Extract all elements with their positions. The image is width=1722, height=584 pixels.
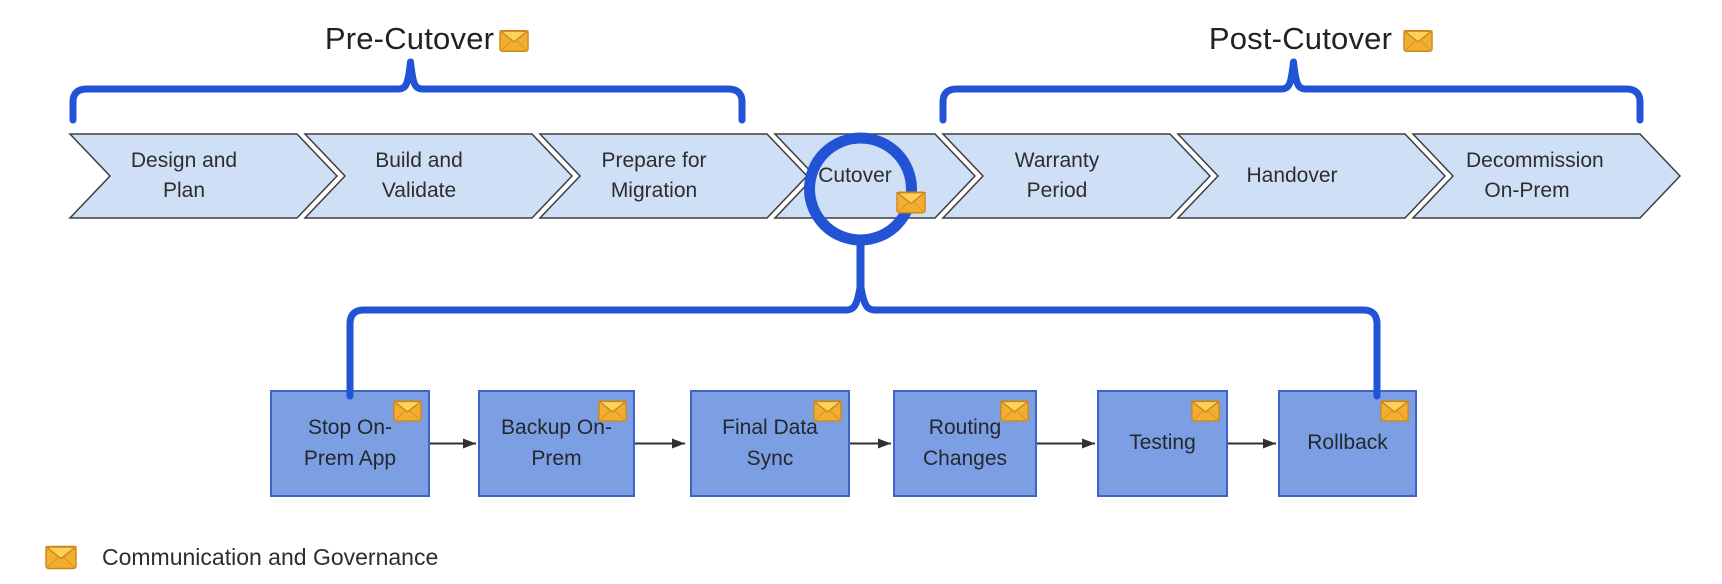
envelope-icon — [1000, 400, 1029, 422]
legend: Communication and Governance — [45, 544, 438, 571]
step-label: Backup On-Prem — [501, 416, 612, 470]
cutover-detail-brace — [346, 281, 1381, 400]
phase-chevron-band — [68, 133, 1682, 219]
step-label: Testing — [1129, 431, 1196, 455]
chevron-build-and-validate — [303, 133, 574, 219]
step-box-testing: Testing — [1097, 390, 1228, 497]
chevron-warranty-period — [941, 133, 1212, 219]
legend-label: Communication and Governance — [102, 544, 439, 570]
step-label: Rollback — [1307, 431, 1388, 455]
post-cutover-title: Post-Cutover — [1171, 18, 1471, 60]
chevron-decommission-on-prem — [1411, 133, 1682, 219]
phase-label-design-and-plan: Design and Plan — [130, 148, 238, 202]
envelope-icon — [45, 545, 77, 570]
phase-label-prepare-for-migration: Prepare for Migration — [601, 148, 707, 202]
post-cutover-label: Post-Cutover — [1208, 21, 1393, 56]
chevron-prepare-for-migration — [538, 133, 809, 219]
envelope-icon — [813, 400, 842, 422]
pre-cutover-title: Pre-Cutover — [277, 18, 577, 60]
step-box-routing-changes: Routing Changes — [893, 390, 1037, 497]
phase-label-warranty-period: Warranty Period — [1014, 148, 1100, 202]
step-box-final-data-sync: Final Data Sync — [690, 390, 850, 497]
step-box-stop-on-prem-app: Stop On-Prem App — [270, 390, 430, 497]
chevron-handover — [1176, 133, 1447, 219]
envelope-icon — [1191, 400, 1220, 422]
phase-label-decommission-on-prem: Decommission On-Prem — [1466, 148, 1604, 202]
envelope-icon — [598, 400, 627, 422]
pre-cutover-label: Pre-Cutover — [324, 21, 495, 56]
envelope-icon — [896, 191, 926, 214]
phase-label-cutover: Cutover — [818, 163, 892, 187]
phase-label-handover: Handover — [1246, 163, 1338, 187]
step-label: Stop On-Prem App — [303, 416, 397, 470]
step-label: Routing Changes — [922, 416, 1008, 470]
chevron-design-and-plan — [68, 133, 339, 219]
pre-cutover-brace — [69, 58, 746, 124]
envelope-icon — [393, 400, 422, 422]
post-cutover-brace — [939, 58, 1644, 124]
phase-label-build-and-validate: Build and Validate — [375, 148, 463, 202]
step-box-rollback: Rollback — [1278, 390, 1417, 497]
envelope-icon — [1403, 30, 1434, 52]
step-label: Final Data Sync — [722, 416, 818, 470]
envelope-icon — [1380, 400, 1409, 422]
step-box-backup-on-prem: Backup On-Prem — [478, 390, 635, 497]
envelope-icon — [499, 30, 530, 52]
